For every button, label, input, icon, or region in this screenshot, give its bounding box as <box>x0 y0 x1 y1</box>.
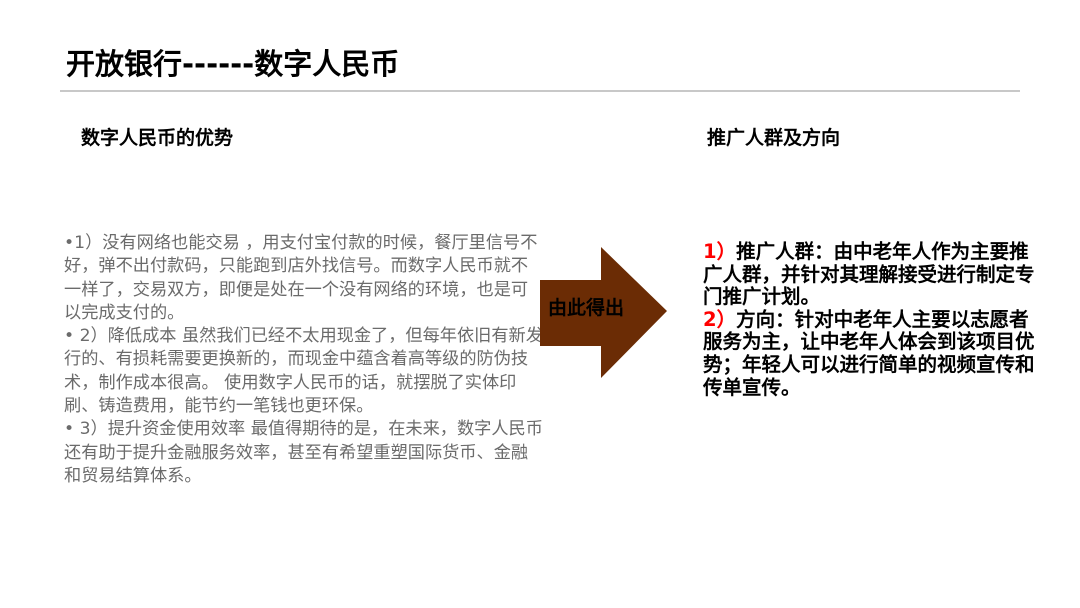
item-number-1: 1） <box>703 240 737 263</box>
conclusion-arrow: 由此得出 <box>540 247 668 379</box>
promotion-list: 1）推广人群：由中老年人作为主要推广人群，并针对其理解接受进行制定专门推广计划。… <box>703 240 1038 399</box>
item-text-1: 推广人群：由中老年人作为主要推广人群，并针对其理解接受进行制定专门推广计划。 <box>703 240 1035 309</box>
advantage-point-2: • 2）降低成本 虽然我们已经不太用现金了，但每年依旧有新发行的、有损耗需要更换… <box>64 326 543 417</box>
advantages-list: •1）没有网络也能交易 ，用支付宝付款的时候，餐厅里信号不好，弹不出付款码，只能… <box>64 232 544 488</box>
right-arrow-icon <box>540 247 667 378</box>
slide-title: 开放银行------数字人民币 <box>66 47 400 81</box>
item-text-2: 方向：针对中老年人主要以志愿者服务为主，让中老年人体会到该项目优势；年轻人可以进… <box>703 307 1035 399</box>
arrow-label: 由此得出 <box>548 297 625 319</box>
promotion-heading: 推广人群及方向 <box>707 127 841 149</box>
advantage-point-1: •1）没有网络也能交易 ，用支付宝付款的时候，餐厅里信号不好，弹不出付款码，只能… <box>64 233 538 323</box>
title-divider <box>60 90 1020 92</box>
promotion-item-1: 1）推广人群：由中老年人作为主要推广人群，并针对其理解接受进行制定专门推广计划。 <box>703 240 1038 309</box>
promotion-item-2: 2）方向：针对中老年人主要以志愿者服务为主，让中老年人体会到该项目优势；年轻人可… <box>703 307 1038 399</box>
advantages-heading: 数字人民币的优势 <box>81 127 234 149</box>
item-number-2: 2） <box>703 307 737 331</box>
advantage-point-3: • 3）提升资金使用效率 最值得期待的是，在未来，数字人民币还有助于提升金融服务… <box>64 419 543 486</box>
